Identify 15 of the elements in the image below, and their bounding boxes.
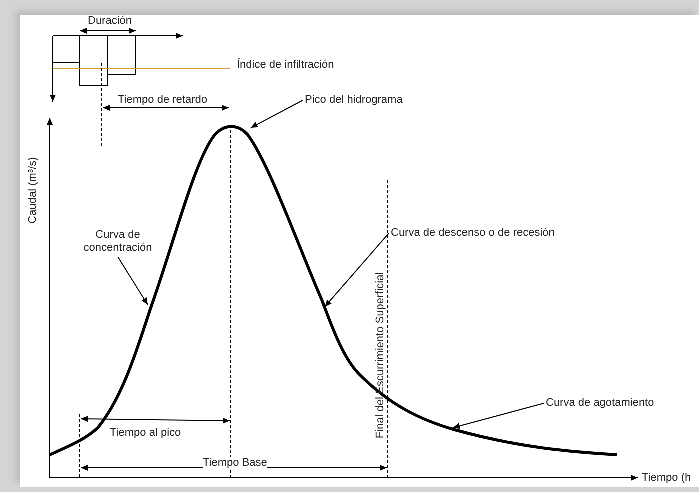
axis-title: Tiempo (h	[642, 472, 692, 485]
leader-line	[452, 403, 544, 430]
callout-label: Curva de descenso o de recesión	[391, 227, 555, 240]
dimension-label: Tiempo Base	[203, 457, 268, 470]
dimension-label: Tiempo de retardo	[118, 94, 208, 107]
callout-label: Pico del hidrograma	[305, 94, 403, 107]
dimension-label: Duración	[88, 15, 132, 28]
dimension-label: Tiempo al pico	[110, 427, 182, 440]
leader-line	[324, 233, 390, 308]
line-label: Índice de infiltración	[237, 59, 334, 72]
callout-label: Curva de agotamiento	[546, 397, 654, 410]
leader-line	[118, 256, 148, 306]
callout-label: Curva de concentración	[76, 229, 160, 255]
leader-line	[250, 100, 304, 128]
axis-title: Caudal (m³/s)	[26, 156, 40, 224]
